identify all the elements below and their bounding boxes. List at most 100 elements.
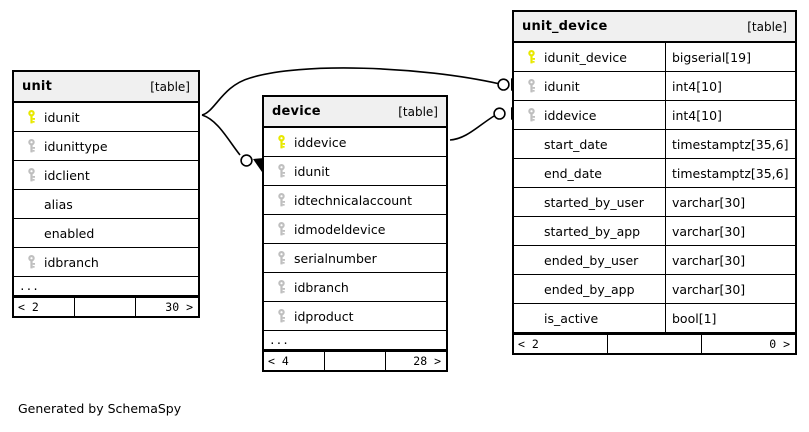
column-cell: idmodeldevice [264,215,446,243]
column-cell: alias [14,190,198,218]
column-cell: idunit [264,157,446,185]
table-row[interactable]: ended_by_user varchar[30] [514,246,795,275]
column-type: bool[1] [672,310,717,326]
table-footer: < 2 0 > [514,333,795,353]
foreign-key-icon [272,193,290,207]
table-row[interactable]: enabled [14,219,198,248]
table-row[interactable]: idtechnicalaccount [264,186,446,215]
column-type: varchar[30] [672,194,746,210]
column-cell: idunit [14,103,198,131]
table-row[interactable]: idbranch [14,248,198,277]
foreign-key-icon [272,280,290,294]
column-name: ended_by_user [544,252,639,268]
column-cell: idunittype [14,132,198,160]
table-footer: < 2 30 > [14,296,198,316]
column-name: started_by_user [544,194,644,210]
foreign-key-icon [272,222,290,236]
table-row[interactable]: iddevice [264,128,446,157]
foreign-key-icon [272,309,290,323]
footer-children-count[interactable]: 28 > [413,354,441,368]
column-name: idbranch [44,254,99,270]
foreign-key-icon [22,255,40,269]
foreign-key-icon [522,108,540,122]
foreign-key-icon [22,139,40,153]
edge-unit-to-device [201,114,241,156]
table-row[interactable]: idunit [264,157,446,186]
table-title: device [272,104,321,119]
table-type-tag: [table] [398,104,438,119]
column-name: alias [44,196,73,212]
column-cell: idunit_device [514,43,666,71]
table-row[interactable]: is_active bool[1] [514,304,795,333]
table-header-device: device [table] [264,97,446,128]
column-name: idmodeldevice [294,221,386,237]
edge-endpoint-circle [493,107,506,120]
column-name: ended_by_app [544,281,635,297]
table-row[interactable]: started_by_app varchar[30] [514,217,795,246]
more-columns-indicator: ... [14,277,198,296]
column-name: idtechnicalaccount [294,192,412,208]
column-cell: idunit [514,72,666,100]
edge-endpoint-circle [240,154,253,167]
table-row[interactable]: serialnumber [264,244,446,273]
column-name: start_date [544,136,608,152]
column-name: iddevice [294,134,347,150]
foreign-key-icon [272,164,290,178]
column-name: enabled [44,225,95,241]
table-row[interactable]: idmodeldevice [264,215,446,244]
column-name: idclient [44,167,90,183]
foreign-key-icon [272,251,290,265]
column-cell: ended_by_user [514,246,666,274]
column-name: idunit [294,163,330,179]
table-header-unit: unit [table] [14,72,198,103]
column-name: idproduct [294,308,354,324]
footer-middle [75,298,136,316]
table-row[interactable]: idclient [14,161,198,190]
table-device[interactable]: device [table] iddevice idunit idtechnic… [262,95,448,372]
table-unit[interactable]: unit [table] idunit idunittype idclient [12,70,200,318]
foreign-key-icon [522,79,540,93]
column-cell: ended_by_app [514,275,666,303]
table-title: unit [22,79,52,94]
footer-children-count[interactable]: 0 > [769,337,790,351]
column-cell: idclient [14,161,198,189]
column-type: bigserial[19] [672,49,751,65]
more-columns-indicator: ... [264,331,446,350]
table-row[interactable]: start_date timestamptz[35,6] [514,130,795,159]
column-cell: idbranch [264,273,446,301]
table-row[interactable]: started_by_user varchar[30] [514,188,795,217]
table-row[interactable]: ended_by_app varchar[30] [514,275,795,304]
foreign-key-icon [22,168,40,182]
table-row[interactable]: idunittype [14,132,198,161]
table-row[interactable]: end_date timestamptz[35,6] [514,159,795,188]
table-row[interactable]: idunit int4[10] [514,72,795,101]
column-name: idunit [544,78,580,94]
footer-parents-count[interactable]: < 2 [514,335,608,353]
footer-parents-count[interactable]: < 2 [14,298,75,316]
column-name: idunittype [44,138,108,154]
table-row[interactable]: alias [14,190,198,219]
column-name: started_by_app [544,223,641,239]
column-type: varchar[30] [672,281,746,297]
footer-parents-count[interactable]: < 4 [264,352,325,370]
primary-key-icon [272,135,290,149]
table-row[interactable]: idunit [14,103,198,132]
column-cell: start_date [514,130,666,158]
table-unit-device[interactable]: unit_device [table] idunit_device bigser… [512,10,797,355]
column-cell: iddevice [514,101,666,129]
column-name: iddevice [544,107,597,123]
column-cell: started_by_app [514,217,666,245]
table-row[interactable]: iddevice int4[10] [514,101,795,130]
table-row[interactable]: idproduct [264,302,446,331]
column-type: varchar[30] [672,252,746,268]
footer-children-count[interactable]: 30 > [165,300,193,314]
column-cell: idbranch [14,248,198,276]
primary-key-icon [22,110,40,124]
table-row[interactable]: idbranch [264,273,446,302]
column-name: serialnumber [294,250,377,266]
column-cell: iddevice [264,128,446,156]
table-row[interactable]: idunit_device bigserial[19] [514,43,795,72]
column-type: timestamptz[35,6] [672,136,789,152]
column-cell: serialnumber [264,244,446,272]
primary-key-icon [522,50,540,64]
